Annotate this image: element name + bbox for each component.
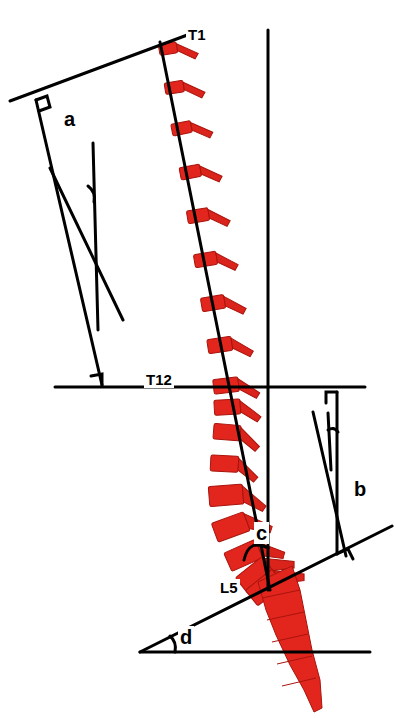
vertebra	[193, 248, 239, 277]
vertebral-body	[208, 484, 243, 507]
spinous-process	[200, 162, 223, 185]
spinous-process	[216, 250, 239, 273]
spinous-process	[191, 119, 214, 141]
vertebral-body	[171, 121, 193, 137]
sacral-segment	[267, 612, 304, 620]
label: T1	[186, 26, 208, 43]
vertebra	[211, 504, 274, 551]
spine	[158, 39, 322, 712]
vertebral-body	[179, 164, 202, 180]
sacral-segment	[277, 656, 312, 664]
label: d	[178, 626, 194, 648]
vertebra	[207, 333, 254, 363]
sacral-segment	[282, 678, 316, 686]
vertebra	[208, 482, 266, 515]
vertebral-body	[213, 377, 240, 394]
spinous-process	[183, 79, 206, 100]
label: b	[352, 478, 368, 500]
vertebra	[210, 455, 259, 482]
vertebral-body	[214, 399, 241, 416]
label: T12	[144, 371, 174, 388]
spinous-process	[240, 400, 261, 423]
vertebral-body	[211, 512, 250, 543]
vertebral-body	[186, 208, 209, 224]
vertebral-body	[210, 455, 239, 472]
spinous-process	[176, 41, 199, 62]
spinous-process	[231, 335, 254, 359]
spinous-process	[208, 206, 231, 229]
vertebra	[200, 291, 247, 321]
spinous-process	[224, 293, 247, 317]
vertebra	[214, 398, 261, 425]
label: a	[62, 108, 77, 130]
angle-lines	[10, 30, 392, 652]
sacral-segment	[272, 634, 308, 642]
label: c	[254, 522, 269, 544]
label: L5	[218, 579, 240, 596]
